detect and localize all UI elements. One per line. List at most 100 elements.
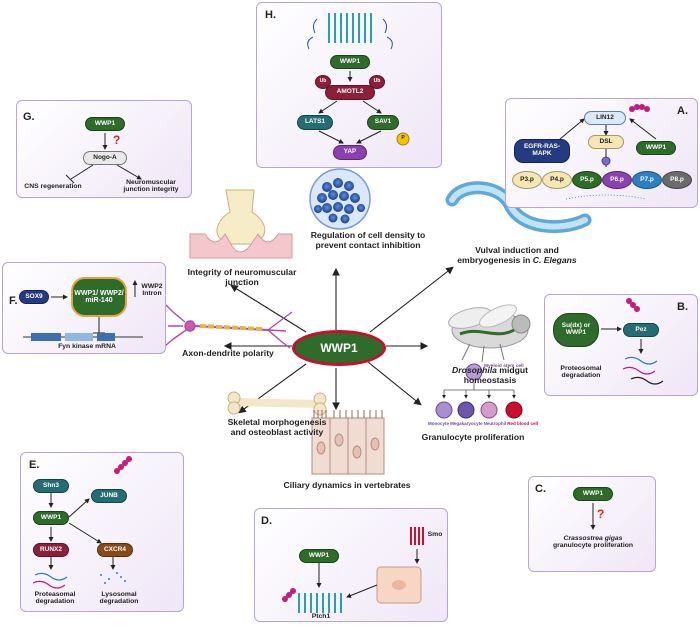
panel-a-graphics xyxy=(559,104,657,200)
panel-c-species: Crassostrea gigas xyxy=(563,535,623,542)
panel-f: F. SOX9 WWP1/ WWP2/ miR-140 WWP2 Intron … xyxy=(2,262,166,354)
function-nmj: Integrity of neuromuscular junction xyxy=(187,267,297,287)
panel-c-prolif: granulocyte proliferation xyxy=(552,542,634,550)
panel-f-complex: WWP1/ WWP2/ miR-140 xyxy=(71,277,127,317)
panel-g-label: G. xyxy=(23,111,35,123)
panel-b-deg: Proteosomal degradation xyxy=(560,365,602,380)
function-vulval: Vulval induction and embryogenesis in C.… xyxy=(452,245,582,266)
arrow-to-nmj xyxy=(230,284,307,333)
function-ciliary: Ciliary dynamics in vertebrates xyxy=(283,480,411,490)
panel-a-cells: P3.p P4.p P5.p P6.p P7.p P8.p xyxy=(512,171,692,189)
panel-c-graphics xyxy=(590,503,596,530)
function-granulocyte: Granulocyte proliferation xyxy=(421,432,525,442)
panel-e-shn3: Shn3 xyxy=(33,479,69,493)
panel-a-label: A. xyxy=(677,105,688,117)
panel-a-lin12: LIN12 xyxy=(584,111,626,125)
panel-c-question: ? xyxy=(597,507,605,521)
panel-b: B. Su(dx) or WWP1 Pez Proteosomal degrad… xyxy=(544,294,698,396)
panel-d-ptch1: Ptch1 xyxy=(311,613,331,620)
panel-f-label: F. xyxy=(9,295,18,307)
center-node-wwp1: WWP1 xyxy=(292,330,386,366)
bone-illustration xyxy=(227,391,327,416)
panel-a-cell-p4: P4.p xyxy=(542,171,572,189)
panel-d: D. WWP1 Smo Ptch1 xyxy=(254,508,448,622)
granulo-stem-label: Myeloid stem cell xyxy=(484,364,524,369)
panel-d-smo: Smo xyxy=(427,531,443,538)
panel-e-lyso: Lysosomal degradation xyxy=(99,591,139,606)
panel-a-cell-p7: P7.p xyxy=(632,171,662,189)
arrow-to-vulval xyxy=(369,266,454,333)
panel-g-question: ? xyxy=(113,133,121,147)
panel-e-junb: JUNB xyxy=(91,489,127,503)
panel-c: C. WWP1 ? Crassostrea gigas granulocyte … xyxy=(528,476,656,572)
panel-g: G. WWP1 ? Nogo-A CNS regeneration Neurom… xyxy=(16,100,192,198)
panel-f-intron: WWP2 Intron xyxy=(141,283,163,298)
ciliated-cells-illustration xyxy=(311,410,385,475)
panel-f-graphics xyxy=(23,280,143,341)
droso-line2: homeostasis xyxy=(463,374,517,385)
panel-d-label: D. xyxy=(261,515,272,527)
granulo-cell-0: Monocyte xyxy=(428,421,450,426)
panel-h-yap: YAP xyxy=(333,145,367,160)
panel-a-egfr: EGFR-RAS-MAPK xyxy=(514,139,570,163)
function-axon: Axon-dendrite polarity xyxy=(182,348,274,358)
vulval-line2: embryogenesis in xyxy=(457,254,531,265)
panel-h-amotl2: AMOTL2 xyxy=(325,85,375,100)
panel-c-text: Crassostrea gigas granulocyte proliferat… xyxy=(537,535,649,550)
vulval-species: C. Elegans xyxy=(532,254,577,265)
panel-e-label: E. xyxy=(29,459,40,471)
granulocyte-tree xyxy=(442,382,516,399)
panel-g-graphics xyxy=(65,133,142,184)
panel-d-wwp1: WWP1 xyxy=(299,549,339,563)
panel-h-graphics xyxy=(307,13,410,146)
panel-c-label: C. xyxy=(535,483,546,495)
vulval-line1: Vulval induction and xyxy=(475,245,559,255)
panel-h-lats1: LATS1 xyxy=(297,115,333,130)
membrane-receptor xyxy=(328,13,372,43)
radial-arrows xyxy=(223,266,454,414)
panel-e-graphics xyxy=(32,456,132,589)
panel-e-cxcr4: CXCR4 xyxy=(97,543,133,557)
panel-g-nmj: Neuromuscular junction integrity xyxy=(123,179,179,194)
droso-genus: Drosophila xyxy=(452,365,497,375)
panel-a-cell-p8: P8.p xyxy=(662,171,692,189)
panel-f-sox9: SOX9 xyxy=(19,290,49,304)
panel-g-wwp1: WWP1 xyxy=(85,117,125,131)
panel-a-dsl: DSL xyxy=(588,135,624,149)
function-density: Regulation of cell density to prevent co… xyxy=(310,230,426,250)
panel-h-phospho: P xyxy=(401,135,405,141)
neuron-illustration xyxy=(164,304,293,349)
panel-e-wwp1: WWP1 xyxy=(33,511,69,525)
panel-e-prot: Proteasomal degradation xyxy=(34,591,76,606)
droso-line1: midgut xyxy=(496,365,528,375)
panel-h-label: H. xyxy=(265,9,276,21)
granulo-cell-labels: Monocyte Megakaryocyte Neutrophil Red bl… xyxy=(428,421,538,426)
panel-e-runx2: RUNX2 xyxy=(33,543,69,557)
panel-b-label: B. xyxy=(677,301,688,313)
panel-a-cell-p3: P3.p xyxy=(512,171,542,189)
panel-a-wwp1: WWP1 xyxy=(636,141,676,155)
function-skeletal: Skeletal morphogenesis and osteoblast ac… xyxy=(227,417,327,437)
function-drosophila: Drosophila midgut homeostasis xyxy=(440,365,540,386)
panel-f-fyn: Fyn kinase mRNA xyxy=(58,343,116,350)
panel-h-ub-right: Ub xyxy=(369,75,385,89)
granulo-cell-3: Red blood cell xyxy=(507,421,538,426)
panel-h: H. WWP1 Ub Ub AMOTL2 LATS1 SAV1 YAP P xyxy=(256,2,442,168)
cell-dish-illustration xyxy=(309,168,371,230)
panel-b-graphics xyxy=(601,298,664,385)
panel-b-pez: Pez xyxy=(623,323,659,337)
panel-d-graphics xyxy=(282,527,424,613)
panel-e: E. Shn3 JUNB WWP1 RUNX2 CXCR4 Proteasoma… xyxy=(20,452,184,612)
granulocyte-cells xyxy=(435,363,523,419)
nmj-illustration xyxy=(189,189,293,259)
panel-a-cell-p6: P6.p xyxy=(602,171,632,189)
panel-g-cns: CNS regeneration xyxy=(24,183,82,190)
drosophila-illustration xyxy=(448,304,531,363)
panel-b-sudx: Su(dx) or WWP1 xyxy=(553,313,599,347)
center-label: WWP1 xyxy=(320,341,358,355)
granulo-cell-1: Megakaryocyte xyxy=(450,421,483,426)
panel-g-nogo-a: Nogo-A xyxy=(83,151,127,165)
granulo-cell-2: Neutrophil xyxy=(483,421,507,426)
panel-a-cell-p5: P5.p xyxy=(572,171,602,189)
